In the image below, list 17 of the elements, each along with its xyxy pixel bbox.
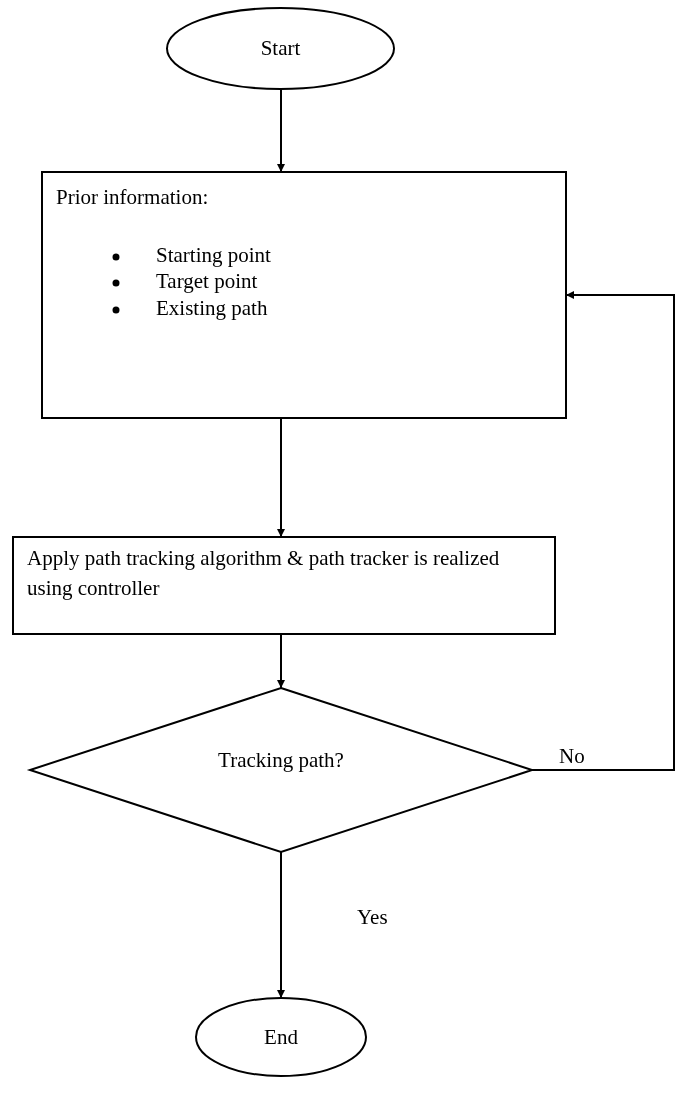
arrow <box>277 633 285 689</box>
list-item-text: Starting point <box>156 243 271 267</box>
start-terminal <box>166 7 395 90</box>
process-box <box>12 536 556 635</box>
terminal-text: Start <box>260 36 301 61</box>
terminal-text: End <box>264 1024 298 1050</box>
decision-text: Tracking path? <box>218 747 344 773</box>
arrow <box>277 417 285 538</box>
arrow <box>277 88 285 173</box>
arrow <box>277 851 285 999</box>
process-box <box>41 171 567 419</box>
heading: Prior information: <box>56 184 209 211</box>
list-item-text: Existing path <box>156 295 268 320</box>
end-terminal <box>195 997 367 1077</box>
arrow <box>531 291 675 771</box>
list-item-text: Target point <box>156 269 258 294</box>
process-text: Apply path tracking algorithm & path tracker is realized using controller <box>27 545 501 603</box>
